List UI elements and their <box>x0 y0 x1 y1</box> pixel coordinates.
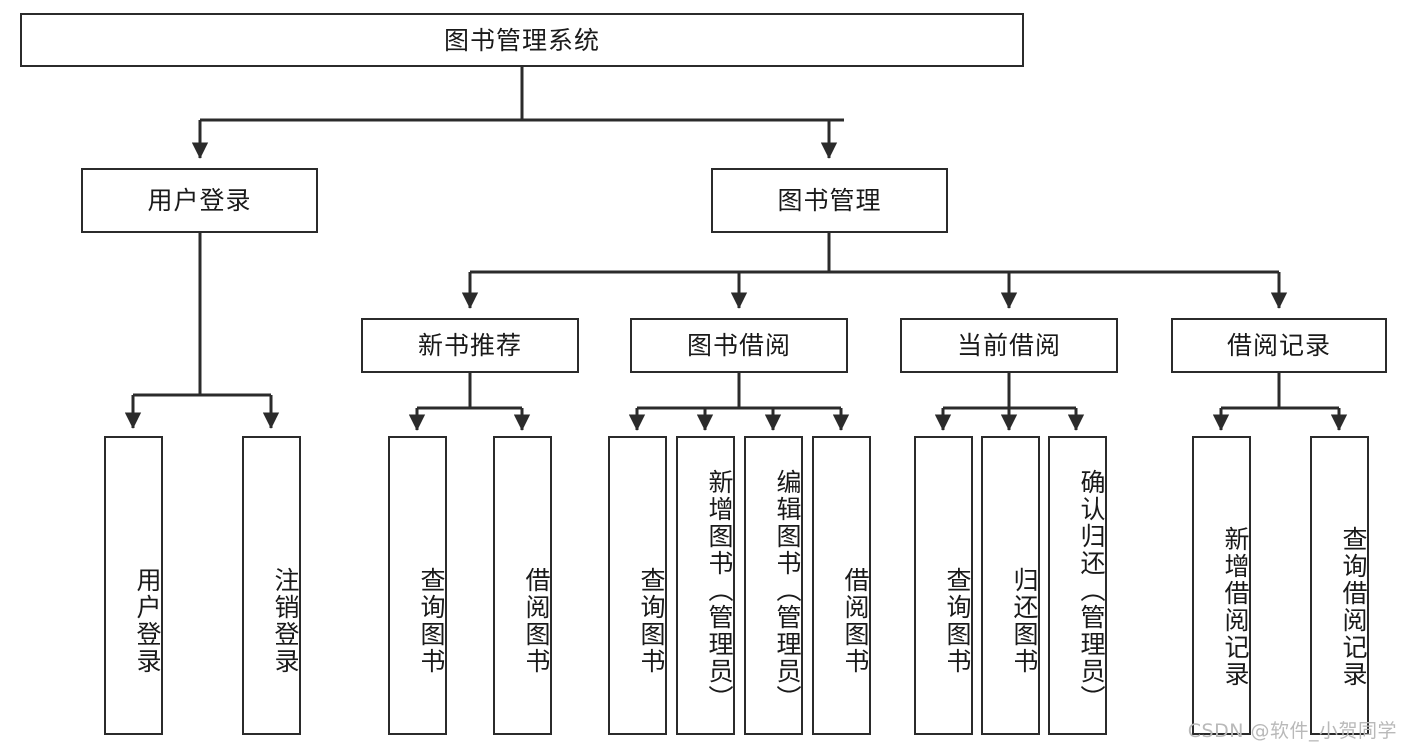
node-root-system[interactable]: 图书管理系统 <box>20 13 1024 67</box>
node-borrow-record[interactable]: 借阅记录 <box>1171 318 1387 373</box>
node-label: 借阅记录 <box>1226 331 1331 360</box>
node-label: 查询图书 <box>943 566 972 675</box>
node-label: 图书管理 <box>777 186 882 215</box>
node-leaf-edit-book[interactable]: 编辑图书（管理员） <box>744 436 803 735</box>
node-label: 图书借阅 <box>686 331 791 360</box>
node-label: 归还图书 <box>1010 566 1039 675</box>
node-leaf-user-logout[interactable]: 注销登录 <box>242 436 301 735</box>
node-label: 借阅图书 <box>841 566 870 675</box>
node-label: 查询图书 <box>637 566 666 675</box>
node-book-borrow[interactable]: 图书借阅 <box>630 318 848 373</box>
node-current-borrow[interactable]: 当前借阅 <box>900 318 1118 373</box>
node-new-book-recommend[interactable]: 新书推荐 <box>361 318 579 373</box>
node-leaf-query-book-1[interactable]: 查询图书 <box>388 436 447 735</box>
node-label: 用户登录 <box>133 566 162 675</box>
node-leaf-user-login[interactable]: 用户登录 <box>104 436 163 735</box>
node-leaf-query-book-2[interactable]: 查询图书 <box>608 436 667 735</box>
watermark-text: CSDN @软件_小贺同学 <box>1187 720 1397 742</box>
node-label: 编辑图书（管理员） <box>773 469 802 712</box>
node-label: 新增借阅记录 <box>1221 525 1250 688</box>
node-label: 新书推荐 <box>417 331 522 360</box>
node-label: 借阅图书 <box>522 566 551 675</box>
node-leaf-add-book[interactable]: 新增图书（管理员） <box>676 436 735 735</box>
node-label: 注销登录 <box>271 566 300 675</box>
node-leaf-return-book[interactable]: 归还图书 <box>981 436 1040 735</box>
node-user-login[interactable]: 用户登录 <box>81 168 318 233</box>
node-leaf-confirm-return[interactable]: 确认归还（管理员） <box>1048 436 1107 735</box>
node-leaf-borrow-book-1[interactable]: 借阅图书 <box>493 436 552 735</box>
node-label: 新增图书（管理员） <box>705 469 734 712</box>
node-book-manage[interactable]: 图书管理 <box>711 168 948 233</box>
node-leaf-query-record[interactable]: 查询借阅记录 <box>1310 436 1369 735</box>
node-label: 查询图书 <box>417 566 446 675</box>
node-label: 查询借阅记录 <box>1339 525 1368 688</box>
node-leaf-borrow-book-2[interactable]: 借阅图书 <box>812 436 871 735</box>
node-label: 确认归还（管理员） <box>1077 469 1106 712</box>
node-label: 当前借阅 <box>956 331 1061 360</box>
node-label: 图书管理系统 <box>443 25 600 55</box>
node-leaf-query-book-3[interactable]: 查询图书 <box>914 436 973 735</box>
node-label: 用户登录 <box>147 186 252 215</box>
node-leaf-add-record[interactable]: 新增借阅记录 <box>1192 436 1251 735</box>
